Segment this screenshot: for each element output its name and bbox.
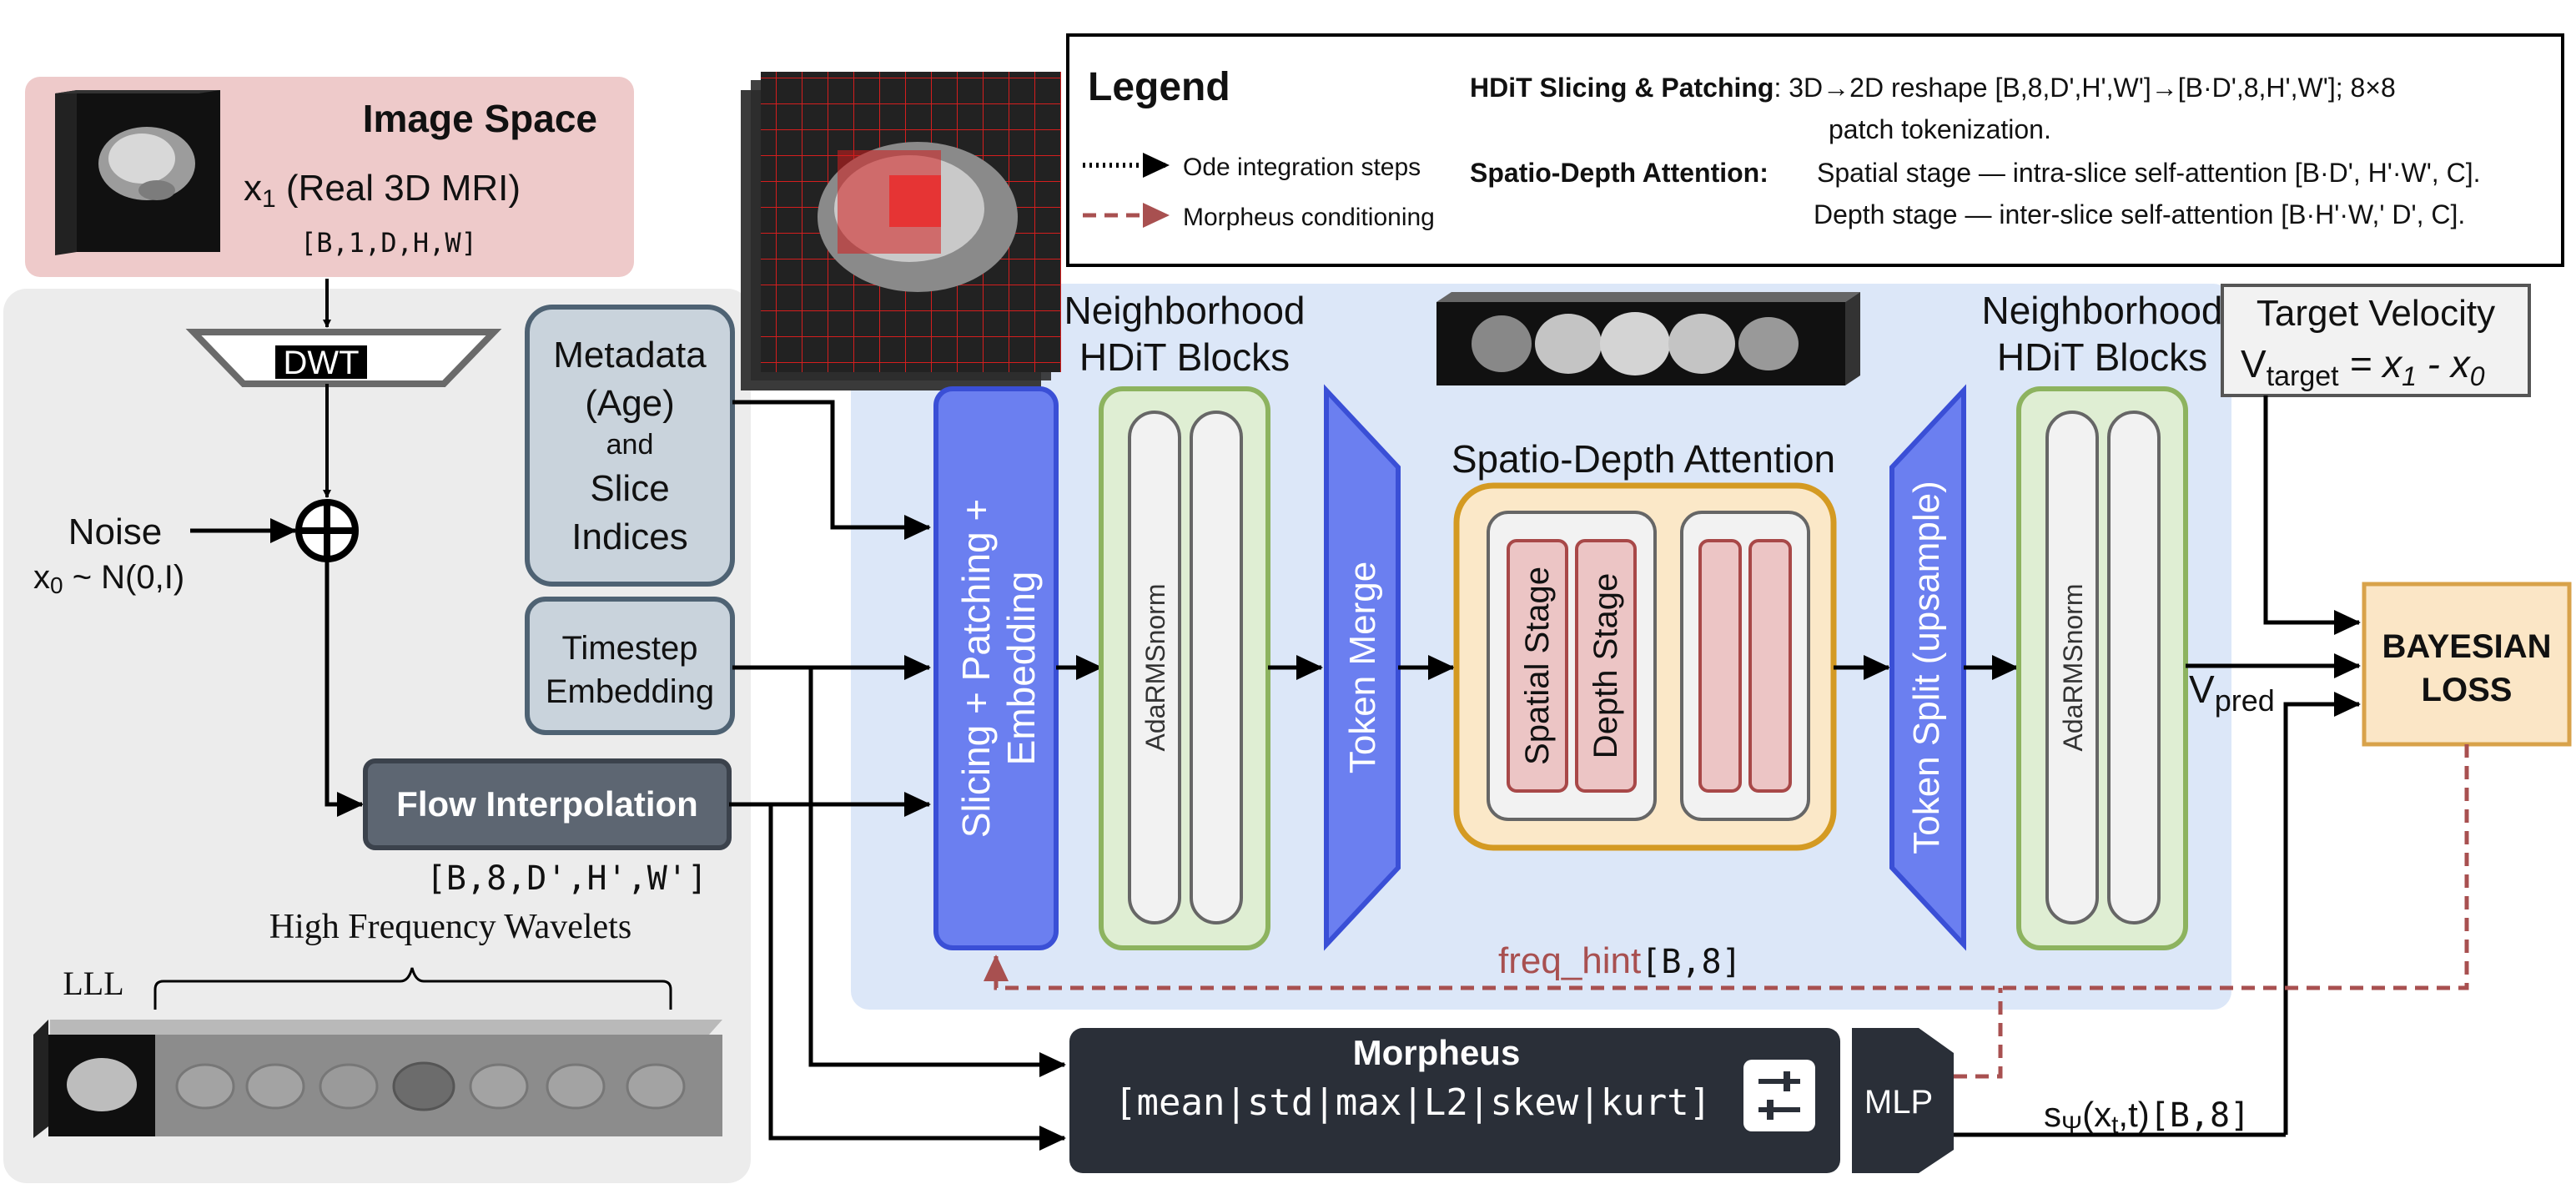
hdit-right-pill-b — [2107, 411, 2161, 924]
vpred-label: Vpred — [2189, 668, 2275, 718]
arrow-sum-to-flow — [325, 559, 364, 817]
legend-slicing-line1: HDiT Slicing & Patching: 3D→2D reshape [… — [1470, 73, 2396, 103]
spatial-stage-label: Spatial Stage — [1519, 567, 1556, 765]
legend-slicing-line2: patch tokenization. — [1829, 114, 2051, 144]
target-velocity-title: Target Velocity — [2257, 293, 2495, 334]
legend-spatio-line1: Spatial stage — intra-slice self-attenti… — [1817, 158, 2480, 188]
metadata-block — [525, 305, 735, 587]
sum-node-icon — [295, 499, 359, 562]
legend-spatio-title: Spatio-Depth Attention: — [1470, 158, 1768, 188]
mlp-label: MLP — [1864, 1084, 1933, 1121]
hdit-left-norm: AdaRMSnorm — [1140, 584, 1170, 752]
metadata-line1: Metadata — [553, 335, 707, 375]
token-merge-label: Token Merge — [1342, 562, 1383, 773]
depth-stage-label: Depth Stage — [1587, 573, 1624, 758]
freq-hint-dashed-path — [984, 744, 2469, 990]
hdit-right-norm: AdaRMSnorm — [2058, 584, 2088, 752]
hdit-left-title1: Neighborhood — [1064, 289, 1305, 332]
legend-box — [1066, 33, 2564, 267]
arrow-flow-to-morpheus — [768, 804, 1066, 1151]
slicing-label: Slicing + Patching +Embedding — [954, 499, 1043, 839]
hdit-right-title2: HDiT Blocks — [1997, 335, 2207, 379]
hdit-left-pill-a — [1128, 411, 1181, 924]
legend-spatio-line2: Depth stage — inter-slice self-attention… — [1814, 199, 2465, 229]
metadata-line5: Indices — [571, 516, 687, 557]
morpheus-block — [1069, 1028, 1840, 1173]
legend-ode-label: Ode integration steps — [1183, 154, 1421, 181]
arrow-target-to-loss — [2263, 395, 2361, 635]
flow-interpolation-shape: [B,8,D',H',W'] — [426, 859, 707, 898]
sliders-icon — [1743, 1060, 1815, 1131]
bayesian-loss-line1: BAYESIAN — [2382, 628, 2551, 665]
noise-label: Noise — [68, 511, 163, 552]
timestep-line1: Timestep — [561, 630, 697, 667]
morpheus-to-freq-dashed — [1954, 988, 2003, 1079]
morpheus-title: Morpheus — [1353, 1033, 1521, 1072]
dwt-label-bg — [275, 345, 367, 379]
spatio-inner-right-a — [1698, 539, 1742, 793]
arrow-timestep-to-morpheus — [808, 668, 1066, 1077]
bayesian-loss-line2: LOSS — [2422, 672, 2513, 708]
spatio-inner-right-b — [1748, 539, 1792, 793]
legend-morpheus-label: Morpheus conditioning — [1183, 204, 1435, 231]
token-split-label: Token Split (upsample) — [1906, 481, 1947, 854]
spatio-depth-title: Spatio-Depth Attention — [1452, 437, 1835, 481]
wavelets-title: High Frequency Wavelets — [269, 908, 631, 946]
morpheus-stats: [mean|std|max|L2|skew|kurt] — [1114, 1081, 1711, 1124]
spatio-strip-icon — [1436, 292, 1860, 385]
token-merge-block — [1324, 384, 1401, 951]
metadata-line3: and — [606, 429, 654, 461]
image-space-title: Image Space — [363, 97, 597, 140]
x1-label: x1 (Real 3D MRI) — [244, 168, 521, 213]
hdit-left-pill-b — [1190, 411, 1243, 924]
hdit-left-title2: HDiT Blocks — [1079, 335, 1290, 379]
target-velocity-box — [2221, 284, 2531, 397]
s-psi-label: sΨ(xt,t)[B,8] — [2044, 1095, 2250, 1139]
mlp-block — [1852, 1028, 1954, 1173]
noise-dist: x0 ~ N(0,I) — [33, 559, 184, 598]
wavelet-strip-icon — [33, 1020, 722, 1138]
metadata-line4: Slice — [590, 468, 669, 509]
dwt-label: DWT — [283, 345, 359, 381]
wavelets-lll-label: LLL — [63, 965, 123, 1002]
flow-interpolation-label: Flow Interpolation — [396, 784, 698, 824]
mri-cube-icon — [55, 90, 220, 255]
target-velocity-eq: Vtarget = x1 - x0 — [2241, 342, 2485, 392]
wavelets-brace — [153, 967, 672, 1010]
depth-stage-block — [1575, 539, 1637, 793]
image-space-shape: [B,1,D,H,W] — [300, 227, 477, 259]
arrow-metadata-to-slicing — [732, 400, 931, 540]
timestep-line2: Embedding — [546, 673, 714, 710]
arrow-spsi-to-loss — [2283, 692, 2361, 1135]
freq-hint-label: freq_hint[B,8] — [1498, 940, 1742, 981]
legend-title: Legend — [1088, 65, 1230, 109]
hdit-right-title1: Neighborhood — [1981, 289, 2222, 332]
metadata-line2: (Age) — [585, 383, 675, 424]
slice-stack-icon — [741, 72, 1061, 390]
hdit-right-pill-a — [2045, 411, 2099, 924]
token-split-block — [1889, 384, 1966, 951]
spatial-stage-block — [1507, 539, 1568, 793]
